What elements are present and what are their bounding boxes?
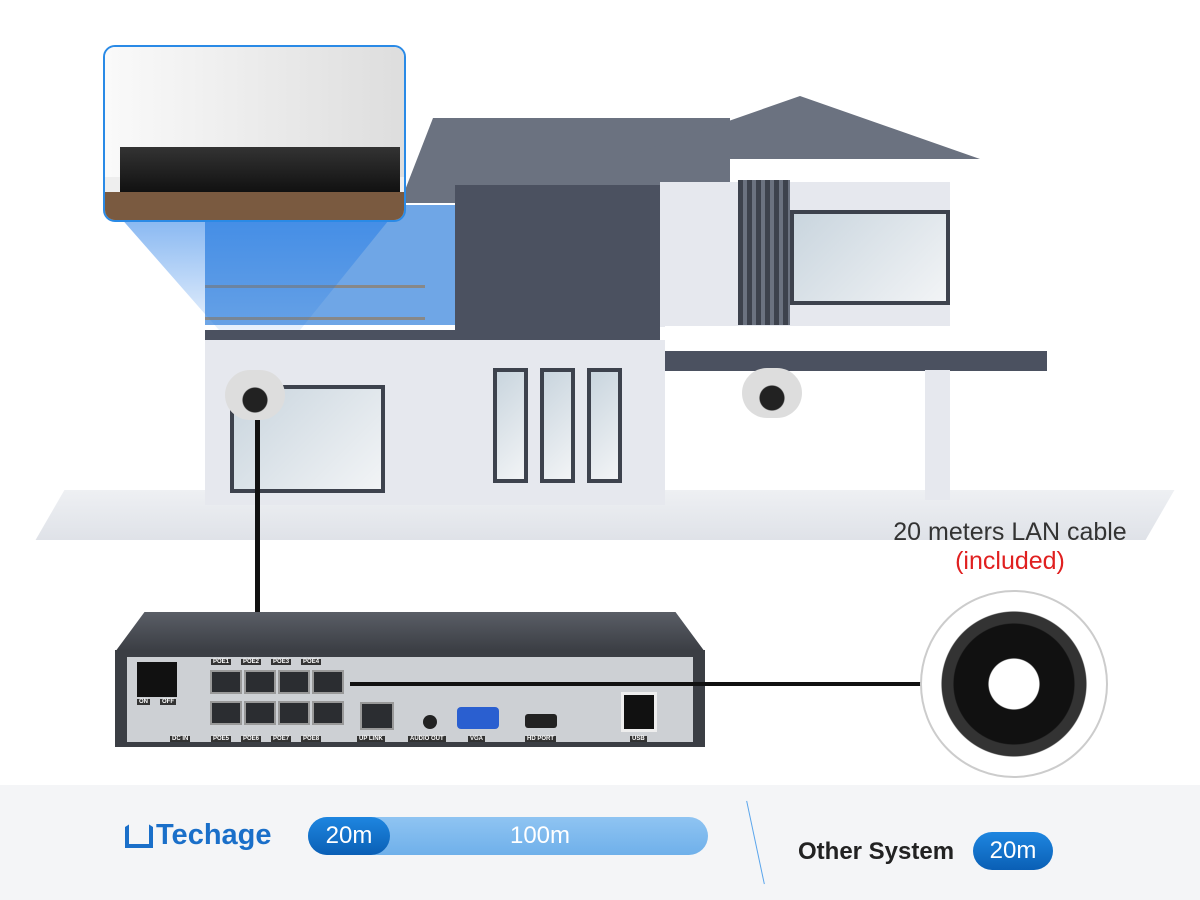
poe-port[interactable] <box>312 670 344 694</box>
audio-out-jack[interactable] <box>423 715 437 729</box>
nvr-front-photo <box>120 147 400 192</box>
off-label: OFF <box>160 699 176 705</box>
nvr-back-panel: ON OFF DC IN POE1 POE2 POE3 POE4 POE5 PO… <box>115 612 705 747</box>
lan-cable-vertical <box>255 420 260 665</box>
poe-port[interactable] <box>244 701 276 725</box>
nvr-callout-photo <box>103 45 406 222</box>
cable-length-text: 20 meters LAN cable <box>893 518 1127 546</box>
poe-label: POE6 <box>241 736 262 742</box>
vga-label: VGA <box>468 736 486 742</box>
techage-max-value: 100m <box>509 822 571 849</box>
usb-ports[interactable] <box>621 692 657 732</box>
poe-label: POE1 <box>211 659 232 665</box>
ground-window-3 <box>587 368 622 483</box>
ground-window-1 <box>493 368 528 483</box>
techage-logo-icon <box>125 818 153 848</box>
vertical-slats <box>738 180 790 325</box>
poe-label: POE7 <box>271 736 292 742</box>
other-system-value-badge: 20m <box>973 832 1053 870</box>
techage-value-badge: 20m <box>308 817 390 855</box>
house-upper-center <box>455 185 660 340</box>
poe-label: POE8 <box>301 736 322 742</box>
cable-label: 20 meters LAN cable (included) <box>880 518 1140 576</box>
poe-label: POE3 <box>271 659 292 665</box>
usb-label: USB <box>630 736 647 742</box>
carport-pillar <box>925 370 950 500</box>
power-switch[interactable] <box>137 662 177 697</box>
lan-cable-coil-image <box>920 590 1108 778</box>
hd-port-label: HD PORT <box>525 736 556 742</box>
dome-camera-left <box>225 370 285 420</box>
dc-in-label: DC IN <box>170 736 191 742</box>
poe-port[interactable] <box>210 701 242 725</box>
poe-port[interactable] <box>210 670 242 694</box>
carport-roof <box>665 326 1047 371</box>
audio-out-label: AUDIO OUT <box>408 736 446 742</box>
other-system-label: Other System <box>798 838 955 865</box>
vga-port[interactable] <box>457 707 499 729</box>
dome-camera-right <box>742 368 802 418</box>
poe-label: POE5 <box>211 736 232 742</box>
hdmi-port[interactable] <box>525 714 557 728</box>
uplink-port[interactable] <box>360 702 394 730</box>
poe-label: POE2 <box>241 659 262 665</box>
uplink-label: UP LINK <box>357 736 385 742</box>
poe-label: POE4 <box>301 659 322 665</box>
ground-window-2 <box>540 368 575 483</box>
techage-logo-text: Techage <box>156 819 272 851</box>
poe-port[interactable] <box>244 670 276 694</box>
on-label: ON <box>137 699 150 705</box>
poe-port[interactable] <box>312 701 344 725</box>
included-text: (included) <box>955 547 1065 575</box>
poe-port[interactable] <box>278 701 310 725</box>
lan-cable-horizontal <box>350 682 925 686</box>
upper-window <box>790 210 950 305</box>
poe-port[interactable] <box>278 670 310 694</box>
